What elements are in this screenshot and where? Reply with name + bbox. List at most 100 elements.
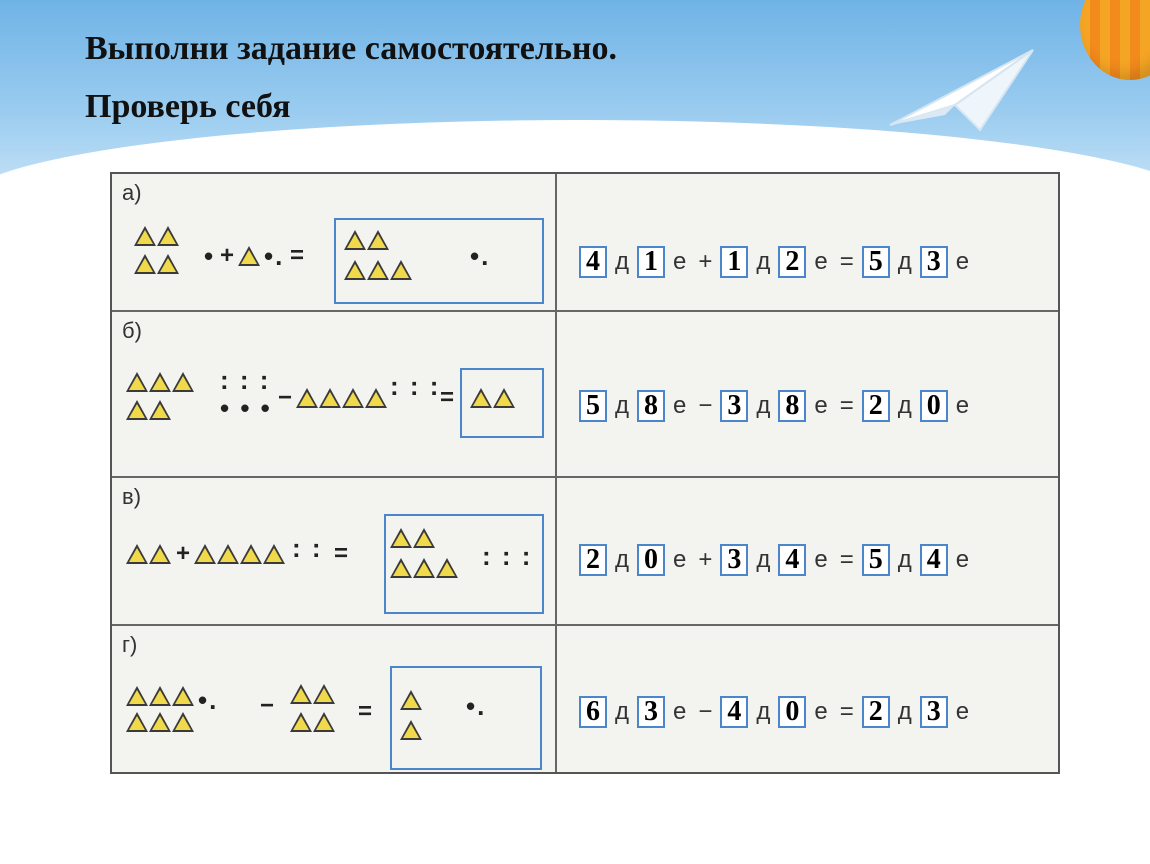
equals-sign: = <box>334 540 349 567</box>
triangle-group <box>290 712 335 732</box>
units-unit: е <box>673 248 687 275</box>
triangle-group <box>134 254 179 274</box>
units-unit: е <box>955 546 970 573</box>
digit-box: 1 <box>720 246 749 278</box>
equals-sign: = <box>839 392 854 419</box>
triangle-group <box>470 388 515 408</box>
digit-box: 3 <box>919 246 948 278</box>
answer-box <box>390 666 542 770</box>
tens-unit: д <box>756 392 771 419</box>
digit-box: 0 <box>919 390 948 422</box>
tens-unit: д <box>615 546 630 573</box>
answer-box <box>460 368 544 438</box>
units-unit: е <box>955 248 970 275</box>
digit-box: 0 <box>637 544 666 576</box>
equation: 6 д 3 е − 4 д 0 е = 2 д 3 е <box>577 696 975 728</box>
digit-box: 2 <box>861 390 890 422</box>
row-label: б) <box>122 318 142 343</box>
row-label: г) <box>122 632 138 657</box>
equation: 4 д 1 е + 1 д 2 е = 5 д 3 е <box>577 246 975 278</box>
plus-sign: + <box>220 242 235 269</box>
digit-box: 4 <box>579 246 607 278</box>
paper-plane-icon <box>889 49 1034 132</box>
triangle-group <box>390 558 458 578</box>
exercise-row-g: г) •. − = •. 6 д 3 е − 4 д 0 е = 2 д 3 е <box>112 626 1058 774</box>
digit-box: 4 <box>919 544 948 576</box>
exercise-table: а) • + •. = •. 4 д 1 е + 1 д 2 е = 5 д 3… <box>110 172 1060 774</box>
triangle-group <box>194 544 285 564</box>
dots: •. <box>198 685 219 715</box>
units-unit: е <box>955 392 970 419</box>
dots: • <box>204 241 216 271</box>
exercise-row-v: в) + : : = : : : 2 д 0 е + 3 д 4 е = 5 д… <box>112 478 1058 626</box>
units-unit: е <box>955 698 970 725</box>
digit-box: 3 <box>637 696 666 728</box>
digit-box: 5 <box>861 544 890 576</box>
units-unit: е <box>814 698 828 725</box>
triangle-group <box>134 226 179 246</box>
triangle-group <box>126 686 194 706</box>
tens-unit: д <box>615 698 630 725</box>
dots: : : <box>292 533 323 563</box>
tens-unit: д <box>897 392 912 419</box>
triangle-group <box>344 230 389 250</box>
triangle-group <box>296 388 387 408</box>
tens-unit: д <box>897 248 912 275</box>
minus-sign: − <box>260 692 275 719</box>
dots: •. <box>466 691 487 721</box>
digit-box: 2 <box>579 544 607 576</box>
equals-sign: = <box>440 384 455 411</box>
dots: •. <box>264 241 285 271</box>
operator: − <box>698 698 713 725</box>
units-unit: е <box>814 392 828 419</box>
tens-unit: д <box>897 698 912 725</box>
triangle-group <box>126 372 194 392</box>
equation: 2 д 0 е + 3 д 4 е = 5 д 4 е <box>577 544 975 576</box>
triangle-group <box>238 246 260 266</box>
digit-box: 0 <box>778 696 807 728</box>
operator: + <box>698 248 713 275</box>
dots: : : : <box>220 365 271 395</box>
tens-unit: д <box>615 248 630 275</box>
digit-box: 5 <box>861 246 890 278</box>
triangle-group <box>126 400 171 420</box>
triangle-group <box>390 528 435 548</box>
page-title: Выполни задание самостоятельно. <box>85 30 617 67</box>
digit-box: 1 <box>637 246 666 278</box>
triangle-group <box>400 720 422 740</box>
triangle-group <box>344 260 412 280</box>
digit-box: 5 <box>579 390 607 422</box>
operator: − <box>698 392 713 419</box>
digit-box: 3 <box>720 390 749 422</box>
triangle-group <box>290 684 335 704</box>
plus-sign: + <box>176 540 191 567</box>
units-unit: е <box>814 248 828 275</box>
tens-unit: д <box>756 248 771 275</box>
units-unit: е <box>814 546 828 573</box>
equals-sign: = <box>839 546 854 573</box>
digit-box: 2 <box>778 246 807 278</box>
digit-box: 3 <box>919 696 948 728</box>
page-subtitle: Проверь себя <box>85 88 291 125</box>
row-label: в) <box>122 484 142 509</box>
minus-sign: − <box>278 384 293 411</box>
digit-box: 8 <box>637 390 666 422</box>
digit-box: 4 <box>720 696 749 728</box>
operator: + <box>698 546 713 573</box>
triangle-group <box>400 690 422 710</box>
units-unit: е <box>673 392 687 419</box>
column-divider <box>555 174 557 772</box>
digit-box: 4 <box>778 544 807 576</box>
equals-sign: = <box>358 698 373 725</box>
answer-box <box>384 514 544 614</box>
units-unit: е <box>673 546 687 573</box>
tens-unit: д <box>756 546 771 573</box>
tens-unit: д <box>615 392 630 419</box>
tens-unit: д <box>897 546 912 573</box>
dots: : : : <box>482 541 533 571</box>
tens-unit: д <box>756 698 771 725</box>
dots: : : : <box>390 371 441 401</box>
exercise-row-b: б) : : : • • • − : : : = 5 д 8 е − 3 д 8… <box>112 312 1058 478</box>
row-label: а) <box>122 180 142 205</box>
equals-sign: = <box>290 242 305 269</box>
